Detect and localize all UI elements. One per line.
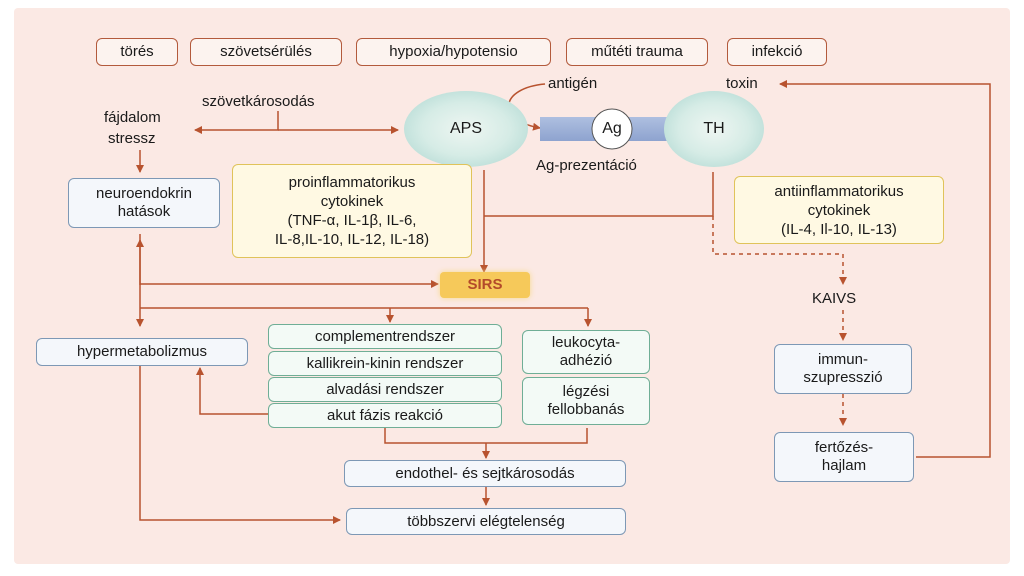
pro-line3: (TNF-α, IL-1β, IL-6, [287,212,417,229]
trigger-surgical-trauma: műtéti trauma [566,38,708,66]
ag-circle [591,108,633,150]
immuno-line2: szupresszió [803,369,883,386]
label-tissue-damage: szövetkárosodás [202,93,315,110]
trigger-tissue-injury: szövetsérülés [190,38,342,66]
aps-label: APS [449,120,482,137]
label-toxin: toxin [726,75,758,92]
neuroendocrine-line2: hatások [117,203,171,220]
hypermetabolism-box: hypermetabolizmus [36,338,248,366]
th-label: TH [703,120,725,137]
anti-line2: cytokinek [807,201,871,219]
fertozes-line2: hajlam [821,457,867,474]
antiinflammatory-box: antiinflammatorikus cytokinek (IL-4, Il-… [734,176,944,244]
label-pain: fájdalom [104,109,161,126]
respiratory-line1: légzési [562,383,610,400]
arrow-susceptibility-to-toxin [779,80,991,458]
label-kaivs: KAIVS [812,290,857,307]
aps-ellipse [404,91,528,167]
respiratory-line2: fellobbanás [547,401,625,418]
leukocyte-line1: leukocyta- [551,334,621,351]
neuroendocrine-box: neuroendokrin hatások [68,178,220,228]
anti-line3: (IL-4, Il-10, IL-13) [781,220,897,238]
pro-line1: proinflammatorikus [288,174,416,191]
dashed-th-to-kaivs [712,216,847,285]
pro-line4: IL-8,IL-10, IL-12, IL-18) [274,231,430,248]
sirs-box: SIRS [440,272,530,298]
arrow-cascade-to-hypermet [196,367,268,415]
trigger-infection: infekció [727,38,827,66]
trigger-hypoxia: hypoxia/hypotensio [356,38,551,66]
multi-organ-failure-box: többszervi elégtelenség [346,508,626,535]
infection-susceptibility-box: fertőzés- hajlam [774,432,914,482]
anti-line1: antiinflammatorikus [774,182,904,200]
th-ellipse [664,91,764,167]
cascade-complement: complementrendszer [268,324,502,349]
endothel-damage-box: endothel- és sejtkárosodás [344,460,626,487]
arrow-hypermet-to-organ [139,360,341,524]
label-ag-presentation: Ag-prezentáció [536,157,637,174]
cascade-coagulation: alvadási rendszer [268,377,502,402]
fertozes-line1: fertőzés- [814,439,874,456]
cascade-kallikrein: kallikrein-kinin rendszer [268,351,502,376]
leukocyte-adhesion-box: leukocyta- adhézió [522,330,650,374]
immunosuppression-box: immun- szupresszió [774,344,912,394]
cascade-acute-phase: akut fázis reakció [268,403,502,428]
line-cascade-bottom [384,428,588,444]
immuno-line1: immun- [817,351,868,368]
neuroendocrine-line1: neuroendokrin [96,185,192,202]
label-stress: stressz [108,130,156,147]
line-th-to-pro [484,172,714,217]
respiratory-burst-box: légzési fellobbanás [522,377,650,425]
proinflammatory-box: proinflammatorikus cytokinek (TNF-α, IL-… [232,164,472,258]
trigger-fracture: törés [96,38,178,66]
pro-line2: cytokinek [320,193,384,210]
arrow-tissue-to-pain [194,111,279,134]
leukocyte-line2: adhézió [559,352,613,369]
ag-label: Ag [602,120,622,137]
label-antigen: antigén [548,75,598,92]
